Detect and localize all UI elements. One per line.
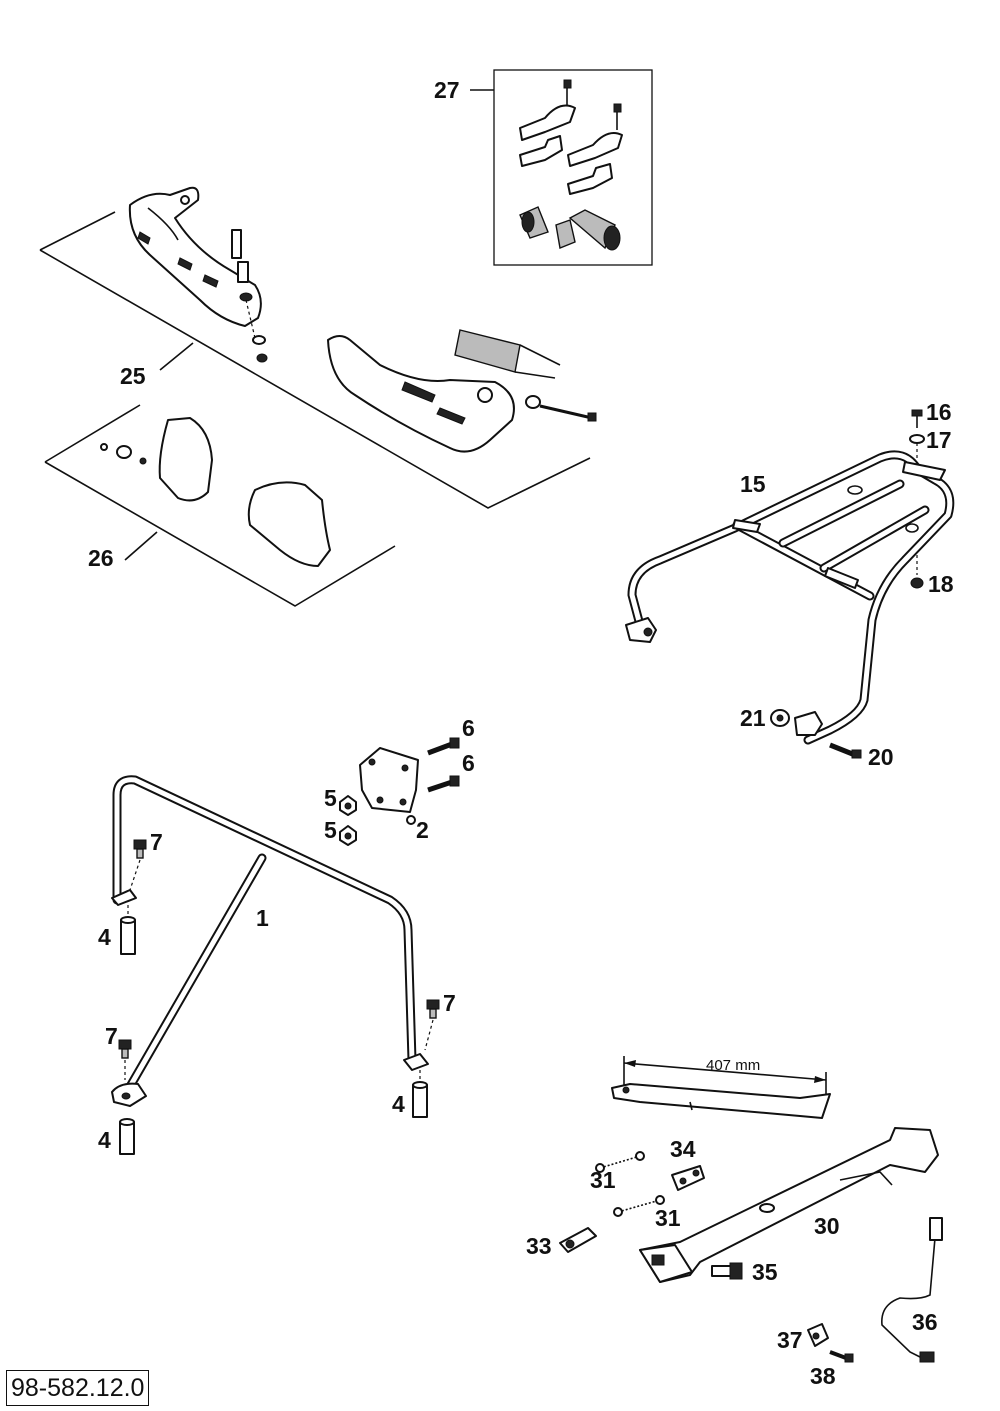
handguard-left xyxy=(128,186,262,327)
callout-30: 30 xyxy=(814,1213,840,1239)
callout-37: 37 xyxy=(777,1327,803,1353)
side-stand-outline xyxy=(611,1083,831,1119)
clamp-kit-group-27 xyxy=(470,69,653,266)
side-stand-group-30: 407 mm xyxy=(559,1056,943,1363)
callout-7c: 7 xyxy=(105,1023,118,1049)
mount-plate xyxy=(359,747,419,813)
clamp-lower-left xyxy=(519,135,563,167)
clamp-upper-right xyxy=(567,132,623,167)
shield-left xyxy=(158,417,213,502)
callout-26: 26 xyxy=(88,545,114,571)
callout-6a: 6 xyxy=(462,715,475,741)
callout-34: 34 xyxy=(670,1136,696,1162)
bar-spacer xyxy=(555,219,576,249)
crash-bar-group-1 xyxy=(111,737,460,1155)
callout-16: 16 xyxy=(926,399,952,425)
drawing-reference-code: 98-582.12.0 xyxy=(6,1370,150,1406)
callout-labels: 27 25 26 16 17 15 18 21 20 6 6 5 5 2 7 1… xyxy=(88,77,954,1389)
callout-25: 25 xyxy=(120,363,146,389)
callout-4c: 4 xyxy=(98,1127,111,1153)
callout-5b: 5 xyxy=(324,817,337,843)
shield-right xyxy=(247,481,331,567)
callout-17: 17 xyxy=(926,427,952,453)
callout-7b: 7 xyxy=(443,990,456,1016)
bolt-7 xyxy=(118,839,440,1080)
shield-group-26 xyxy=(44,404,396,607)
callout-31a: 31 xyxy=(590,1167,616,1193)
callout-33: 33 xyxy=(526,1233,552,1259)
callout-18: 18 xyxy=(928,571,954,597)
rear-carrier-group-15 xyxy=(625,409,955,759)
callout-4b: 4 xyxy=(392,1091,405,1117)
callout-7a: 7 xyxy=(150,829,163,855)
callout-38: 38 xyxy=(810,1363,836,1389)
clamp-upper-left xyxy=(519,104,576,141)
callout-20: 20 xyxy=(868,744,894,770)
callout-15: 15 xyxy=(740,471,766,497)
callout-2: 2 xyxy=(416,817,429,843)
clamp-lower-right xyxy=(567,163,613,195)
callout-36: 36 xyxy=(912,1309,938,1335)
callout-21: 21 xyxy=(740,705,766,731)
callout-27: 27 xyxy=(434,77,460,103)
callout-31b: 31 xyxy=(655,1205,681,1231)
callout-5a: 5 xyxy=(324,785,337,811)
clamp-screw xyxy=(563,79,622,130)
dimension-label: 407 mm xyxy=(706,1057,760,1074)
callout-6b: 6 xyxy=(462,750,475,776)
carrier-mount-rear xyxy=(794,711,823,736)
handlebar-tube xyxy=(454,329,521,373)
handguard-group-25 xyxy=(39,186,597,509)
callout-4a: 4 xyxy=(98,924,111,950)
callout-35: 35 xyxy=(752,1259,778,1285)
callout-1: 1 xyxy=(256,905,269,931)
side-stand xyxy=(639,1127,939,1283)
